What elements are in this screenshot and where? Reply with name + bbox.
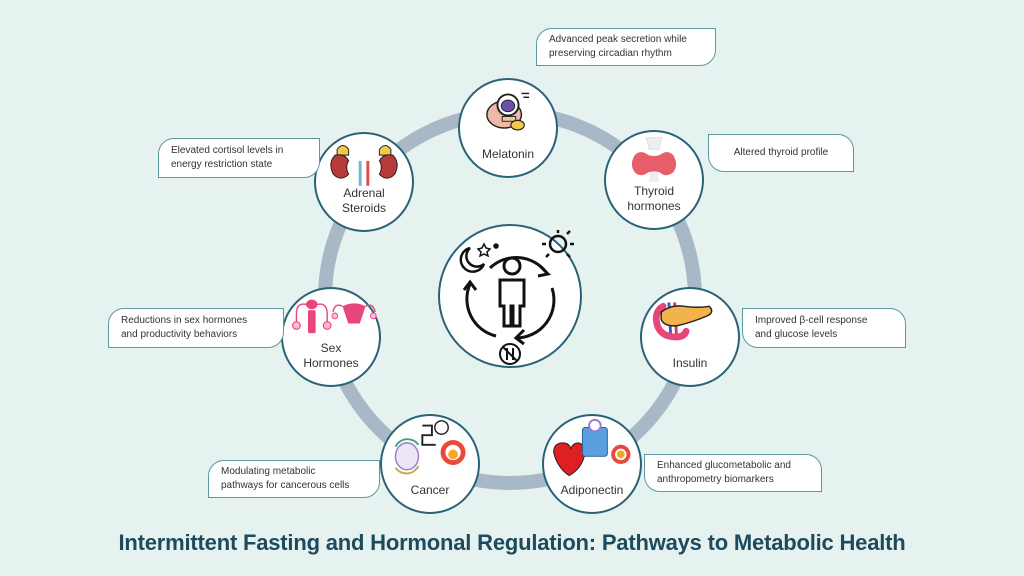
node-label: Sex Hormones [303, 341, 359, 370]
person-icon [498, 256, 526, 328]
reproductive-organs-icon [292, 299, 377, 334]
node-label: Insulin [672, 356, 708, 370]
center-fasting-node [438, 224, 582, 368]
diagram-title: Intermittent Fasting and Hormonal Regula… [118, 530, 906, 555]
callout-thyroid: Altered thyroid profile [708, 134, 854, 172]
thyroid-gland-icon [631, 137, 677, 182]
no-eating-icon [499, 343, 521, 365]
node-sex-hormones: Sex Hormones [281, 287, 381, 387]
node-label: Adiponectin [560, 483, 624, 497]
node-label: Thyroid hormones [627, 184, 681, 213]
callout-cancer: Modulating metabolic pathways for cancer… [208, 460, 380, 498]
moon-stars-icon [459, 242, 499, 273]
callout-melatonin: Advanced peak secretion while preserving… [536, 28, 716, 66]
sun-icon [542, 230, 574, 258]
heart-scale-fat-icon [553, 418, 631, 477]
pancreas-icon [652, 302, 713, 341]
callout-adiponectin: Enhanced glucometabolic and anthropometr… [644, 454, 822, 492]
node-insulin: Insulin [640, 287, 740, 387]
node-adrenal-steroids: Adrenal Steroids [314, 132, 414, 232]
cycle-arrows-icon [462, 256, 556, 346]
node-label: Melatonin [481, 147, 535, 161]
node-thyroid: Thyroid hormones [604, 130, 704, 230]
node-label: Adrenal Steroids [341, 186, 387, 215]
node-label: Cancer [410, 483, 450, 497]
callout-adrenal-steroids: Elevated cortisol levels in energy restr… [158, 138, 320, 178]
node-melatonin: Melatonin [458, 78, 558, 178]
callout-sex-hormones: Reductions in sex hormones and productiv… [108, 308, 284, 348]
kidneys-adrenal-icon [330, 145, 398, 186]
brain-pineal-icon [486, 92, 530, 131]
callout-insulin: Improved β-cell response and glucose lev… [742, 308, 906, 348]
cancer-cell-icon [394, 420, 466, 475]
node-adiponectin: Adiponectin [542, 414, 642, 514]
node-cancer: Cancer [380, 414, 480, 514]
